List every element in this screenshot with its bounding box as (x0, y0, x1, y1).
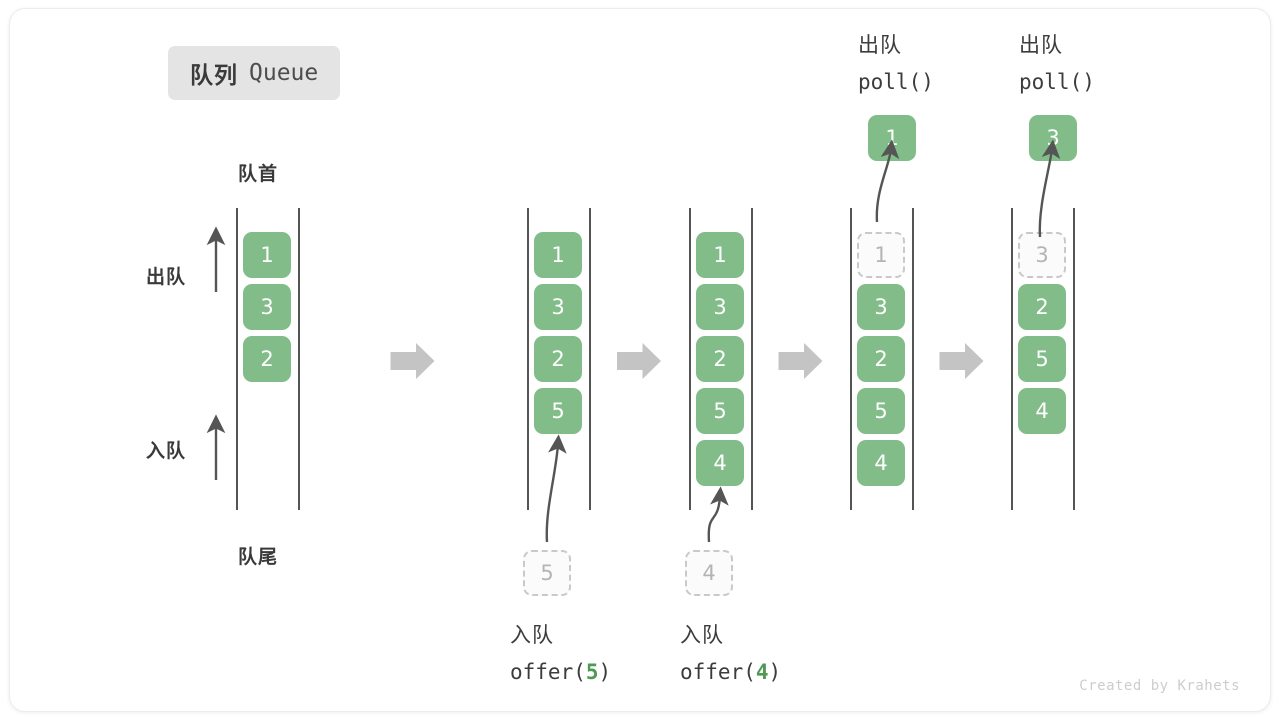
incoming-element-ghost: 5 (523, 550, 571, 596)
operation-cn-3: 出队 (1019, 34, 1063, 57)
queue-rail (589, 208, 591, 510)
operation-caption-offer-5: 入队 offer(5) (510, 618, 611, 690)
dequeue-side-label: 出队 (146, 267, 187, 288)
operation-cn-2: 出队 (858, 34, 902, 57)
queue-element: 1 (243, 232, 291, 278)
operation-caption-offer-4: 入队 offer(4) (680, 618, 781, 690)
title-english: Queue (249, 60, 319, 86)
queue-rail (689, 208, 691, 510)
queue-rail (298, 208, 300, 510)
queue-rail (751, 208, 753, 510)
operation-cn-1: 入队 (680, 624, 724, 647)
front-label: 队首 (238, 164, 279, 185)
queue-element: 1 (534, 232, 582, 278)
queue-element: 5 (857, 388, 905, 434)
queue-rail (236, 208, 238, 510)
queue-element: 3 (534, 284, 582, 330)
queue-element: 2 (534, 336, 582, 382)
queue-element-ghost: 1 (857, 232, 905, 278)
queue-element: 3 (696, 284, 744, 330)
operation-caption-poll-1: 出队 poll() (858, 28, 934, 100)
queue-element: 5 (696, 388, 744, 434)
title-chinese: 队列 (190, 62, 238, 88)
queue-element: 3 (243, 284, 291, 330)
operation-cn-0: 入队 (510, 624, 554, 647)
queue-rail (912, 208, 914, 510)
queue-element: 2 (243, 336, 291, 382)
operation-code-1: offer(4) (680, 660, 782, 684)
queue-element: 1 (696, 232, 744, 278)
queue-rail (850, 208, 852, 510)
queue-element: 4 (1018, 388, 1066, 434)
operation-code-2: poll() (858, 70, 934, 94)
queue-element: 5 (1018, 336, 1066, 382)
operation-code-3: poll() (1019, 70, 1095, 94)
title-badge: 队列 Queue (168, 46, 341, 100)
queue-element: 4 (857, 440, 905, 486)
queue-element: 5 (534, 388, 582, 434)
queue-rail (1073, 208, 1075, 510)
enqueue-side-label: 入队 (146, 441, 187, 462)
queue-element: 2 (1018, 284, 1066, 330)
queue-element: 3 (857, 284, 905, 330)
queue-element: 2 (857, 336, 905, 382)
queue-rail (1011, 208, 1013, 510)
queue-rail (527, 208, 529, 510)
outgoing-element: 3 (1029, 115, 1077, 161)
watermark: Created by Krahets (1079, 678, 1240, 694)
operation-caption-poll-3: 出队 poll() (1019, 28, 1095, 100)
queue-element: 2 (696, 336, 744, 382)
incoming-element-ghost: 4 (685, 550, 733, 596)
diagram-card (9, 8, 1271, 712)
operation-code-0: offer(5) (510, 660, 612, 684)
queue-element: 4 (696, 440, 744, 486)
outgoing-element: 1 (868, 115, 916, 161)
rear-label: 队尾 (238, 547, 279, 568)
queue-element-ghost: 3 (1018, 232, 1066, 278)
